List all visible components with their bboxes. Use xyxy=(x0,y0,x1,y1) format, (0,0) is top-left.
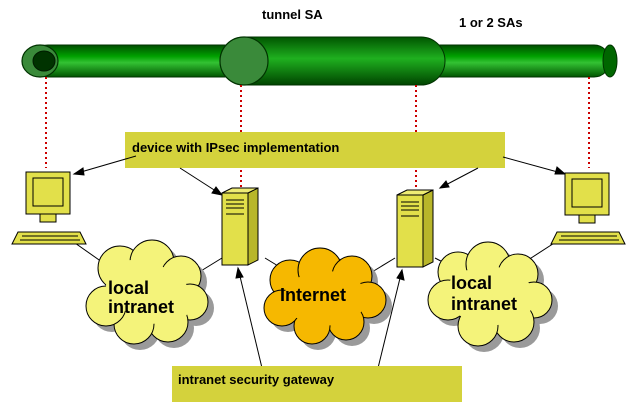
internet-cloud: Internet xyxy=(263,247,392,350)
internet-label: Internet xyxy=(280,285,346,305)
inner-tunnel xyxy=(219,36,446,86)
arrow-to-left-computer xyxy=(73,155,137,175)
arrow-to-right-computer xyxy=(502,156,566,175)
right-server xyxy=(396,189,434,268)
gateway-label: intranet security gateway xyxy=(178,372,335,387)
gateway-arrows xyxy=(235,266,405,369)
left-intranet-label-line2: intranet xyxy=(108,297,174,317)
ipsec-device-label: device with IPsec implementation xyxy=(132,140,339,155)
gateway-box: intranet security gateway xyxy=(172,366,462,402)
left-server xyxy=(221,187,259,266)
tunnel-sa-label: tunnel SA xyxy=(262,7,323,22)
dotted-connectors xyxy=(45,77,590,190)
right-intranet-label-line1: local xyxy=(451,273,492,293)
arrow-gateway-to-left-server xyxy=(237,267,263,369)
right-intranet-cloud: local intranet xyxy=(427,241,558,352)
ipsec-device-box: device with IPsec implementation xyxy=(125,132,505,168)
ipsec-arrows xyxy=(72,155,567,196)
tunnel-left-opening xyxy=(21,44,59,78)
right-computer xyxy=(550,172,626,245)
left-intranet-label-line1: local xyxy=(108,278,149,298)
tunnel-tubes xyxy=(21,36,618,86)
left-computer xyxy=(11,171,87,245)
right-intranet-label-line2: intranet xyxy=(451,294,517,314)
sa-count-label: 1 or 2 SAs xyxy=(459,15,523,30)
left-intranet-cloud: local intranet xyxy=(85,239,214,350)
arrow-gateway-to-right-server xyxy=(377,269,403,369)
